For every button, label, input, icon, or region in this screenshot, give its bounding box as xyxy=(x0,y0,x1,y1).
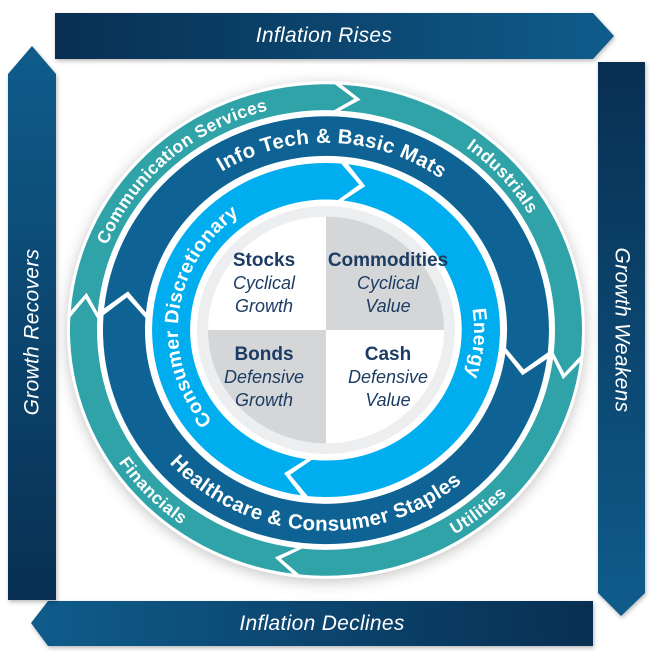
outer-ring-segment-financials xyxy=(69,298,297,574)
arrow-up-banner-shape: Growth Recovers xyxy=(8,46,56,600)
arrow-down-banner-shape: Growth Weakens xyxy=(598,62,645,616)
banner-inflation-declines-label: Inflation Declines xyxy=(239,611,405,635)
quadrant-commodities-style: Cyclical xyxy=(356,273,419,293)
outer-ring-segment-industrials xyxy=(339,84,583,374)
quadrant-bonds: Bonds Defensive Growth xyxy=(189,343,339,412)
banner-growth-weakens: Growth Weakens xyxy=(598,62,645,616)
middle-ring-segment-infotech-basicmats xyxy=(104,116,549,370)
inner-ring-segment-consumer-discretionary xyxy=(152,162,360,496)
quadrant-stocks-style: Cyclical xyxy=(232,273,295,293)
quadrant-bonds-style: Defensive xyxy=(223,367,305,387)
quadrant-commodities-asset: Commodities xyxy=(327,250,449,271)
arrow-left-banner-shape: Inflation Declines xyxy=(31,601,593,646)
banner-growth-recovers: Growth Recovers xyxy=(8,46,56,600)
outer-ring-segment-utilities xyxy=(280,358,580,576)
quadrant-cash-asset: Cash xyxy=(364,344,412,365)
quadrant-wedge-cash xyxy=(326,330,444,444)
quadrant-stocks-asset: Stocks xyxy=(232,250,296,271)
inner-ring-segment-energy xyxy=(290,164,500,498)
outer-ring-segment-communication-services xyxy=(70,84,355,313)
quadrant-cash-style: Defensive xyxy=(347,367,429,387)
quadrant-cash-phase: Value xyxy=(365,390,411,410)
quadrant-wedge-bonds xyxy=(208,330,326,444)
quadrant-cash: Cash Defensive Value xyxy=(313,343,463,412)
middle-ring-segment-healthcare-staples xyxy=(102,297,547,545)
quadrant-commodities-phase: Value xyxy=(365,296,411,316)
quadrant-stocks-phase: Growth xyxy=(234,296,294,316)
quadrant-wedge-stocks xyxy=(208,216,326,330)
arrow-right-banner-shape: Inflation Rises xyxy=(55,13,614,59)
quadrant-bonds-phase: Growth xyxy=(234,390,294,410)
banner-inflation-declines: Inflation Declines xyxy=(31,601,593,646)
quadrant-wedge-commodities xyxy=(326,216,444,330)
banner-inflation-rises-label: Inflation Rises xyxy=(255,24,393,47)
quadrant-stocks: Stocks Cyclical Growth xyxy=(189,249,339,318)
quadrant-commodities: Commodities Cyclical Value xyxy=(313,249,463,318)
banner-inflation-rises: Inflation Rises xyxy=(55,13,615,59)
quadrant-bonds-asset: Bonds xyxy=(234,344,294,365)
